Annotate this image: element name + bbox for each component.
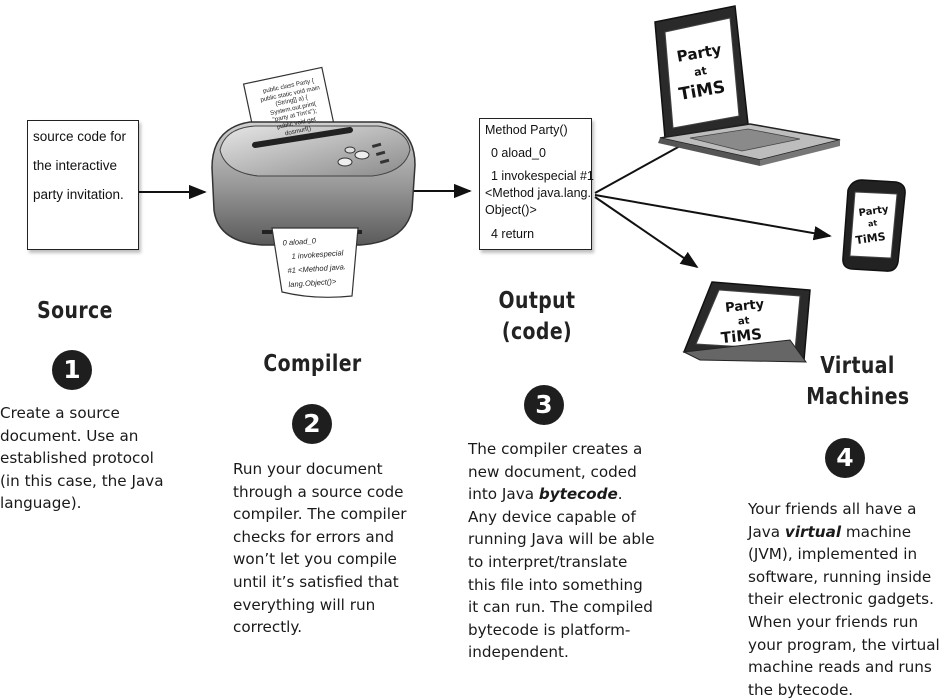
source-line: source code for [33, 129, 127, 144]
step-4-heading: Virtual Machines [806, 353, 910, 410]
output-line: Object()> [485, 203, 537, 217]
bytecode-output-document: Method Party() 0 aload_0 1 invokespecial… [479, 118, 594, 250]
source-line: party invitation. [33, 187, 124, 202]
step-3-heading: Output (code) [498, 288, 576, 345]
source-code-document: source code for the interactive party in… [27, 120, 139, 250]
bytecode-emphasis: bytecode [538, 485, 618, 504]
compiler-output-paper-text: 0 aload_0 1 invokespecial #1 <Method jav… [282, 232, 356, 293]
laptop-icon: Party at TiMS [654, 5, 841, 166]
output-line: <Method java.lang. [485, 186, 591, 200]
tablet-screen-line1: Party [724, 297, 765, 316]
phone-icon: Party at TiMS [842, 179, 906, 272]
step-2-heading: Compiler [263, 351, 362, 377]
output-line: 0 aload_0 [491, 146, 546, 160]
phone-screen-line3: TiMS [855, 230, 887, 247]
laptop-screen-line2: at [693, 64, 708, 79]
step-1-heading: Source [37, 298, 113, 324]
arrow-output-to-phone [594, 194, 832, 241]
source-line: the interactive [33, 158, 118, 173]
step-3-badge: 3 [524, 385, 564, 425]
phone-screen-line2: at [867, 218, 878, 228]
step-1-description: Create a source document. Use an establi… [0, 404, 164, 513]
phone-screen-line1: Party [858, 204, 890, 219]
output-line: Method Party() [485, 123, 568, 137]
step-3-description: The compiler creates a new document, cod… [468, 440, 655, 662]
tablet-screen-line2: at [737, 315, 750, 327]
tablet-icon: Party at TiMS [682, 281, 811, 363]
virtual-emphasis: virtual [784, 522, 842, 541]
step-2-badge: 2 [292, 404, 332, 444]
output-line: 4 return [491, 227, 535, 241]
tablet-screen-line3: TiMS [720, 325, 763, 347]
arrow-output-to-tablet [594, 196, 699, 269]
step-4-description: Your friends all have a Java virtual mac… [748, 500, 940, 699]
step-2-description: Run your document through a source code … [233, 460, 407, 637]
compiler-machine-icon [211, 66, 416, 298]
step-1-badge: 1 [52, 350, 92, 390]
step-4-badge: 4 [825, 438, 865, 478]
output-line: 1 invokespecial #1 [491, 169, 594, 183]
